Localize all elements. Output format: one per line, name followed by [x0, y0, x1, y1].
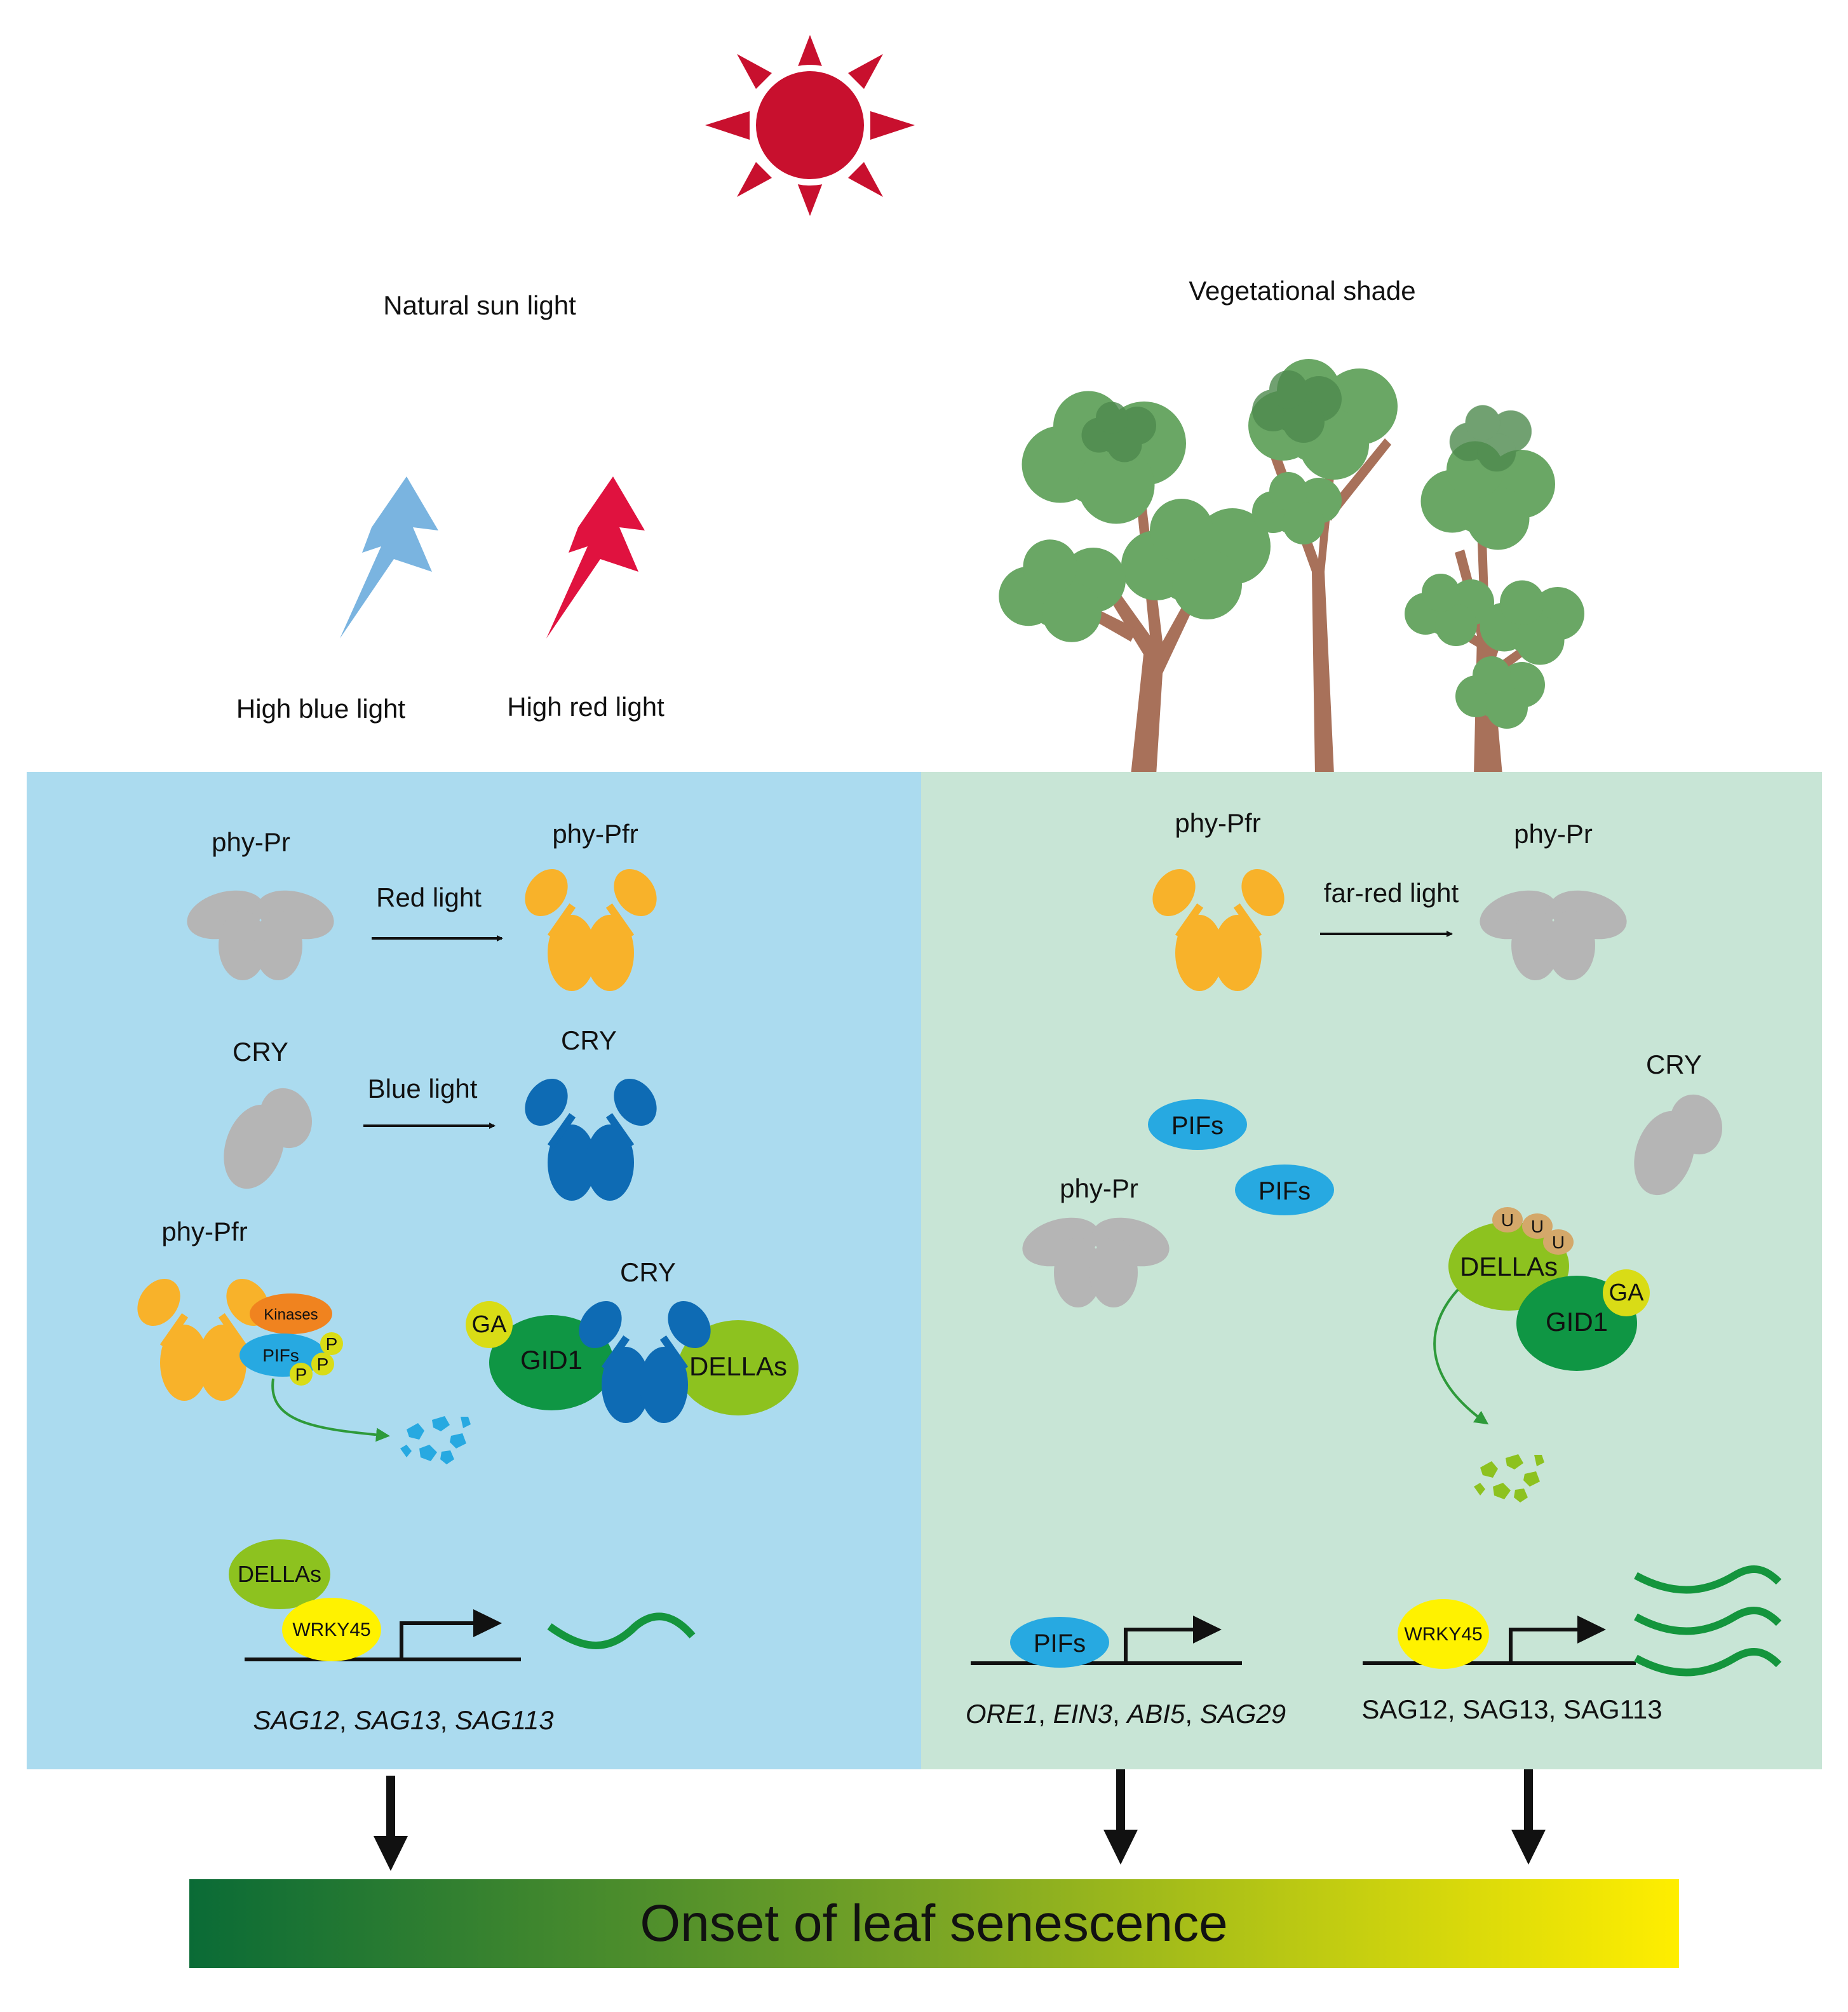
- red-light-label: High red light: [507, 692, 664, 722]
- ga-icon: [466, 1301, 513, 1348]
- right-ga-icon: [1603, 1269, 1650, 1316]
- right-pif-gene-sep-3: ,: [1185, 1699, 1199, 1729]
- left-tss-arrow: [400, 1621, 489, 1658]
- right-wrky-tss-arrow: [1509, 1628, 1591, 1662]
- senescence-label: Onset of leaf senescence: [640, 1894, 1227, 1952]
- right-pif-tss-arrowhead: [1193, 1616, 1222, 1644]
- pifs-promoter-label: PIFs: [1034, 1630, 1086, 1658]
- pif-degradation-arrow: [271, 1378, 390, 1442]
- phospho-icon-1: [320, 1332, 343, 1355]
- down-arrow-left: [374, 1776, 408, 1871]
- right-pif-gene-4: SAG29: [1200, 1699, 1286, 1729]
- right-mrna-icon: [1634, 1565, 1782, 1677]
- phospho-label-3: P: [295, 1365, 307, 1384]
- pifs-free-label-1: PIFs: [1171, 1112, 1224, 1140]
- phospho-label-1: P: [326, 1334, 338, 1354]
- left-gene-3: SAG113: [455, 1705, 554, 1735]
- trees-icon: [999, 359, 1584, 775]
- wrky45-right-label: WRKY45: [1404, 1624, 1482, 1645]
- wrky45-right-icon: [1398, 1599, 1489, 1669]
- wrky45-left-icon: [282, 1598, 381, 1661]
- left-genes: SAG12, SAG13, SAG113: [253, 1705, 553, 1735]
- wrky45-left-label: WRKY45: [292, 1619, 370, 1640]
- pifs-phosphorylated-label: PIFs: [262, 1346, 299, 1365]
- down-arrow-middle: [1103, 1769, 1138, 1865]
- cry-inactive-label: CRY: [233, 1037, 288, 1067]
- kinases-label: Kinases: [264, 1306, 318, 1323]
- ubiquitin-label-1: U: [1501, 1210, 1514, 1230]
- della-degradation-arrow: [1433, 1288, 1489, 1425]
- left-gene-2: SAG13: [354, 1705, 440, 1735]
- dellas-promoter-label: DELLAs: [238, 1561, 321, 1587]
- kinases-icon: [250, 1293, 332, 1334]
- left-gene-1: SAG12: [253, 1705, 339, 1735]
- blue-light-label: High blue light: [236, 694, 406, 724]
- down-arrow-right: [1511, 1769, 1546, 1865]
- ubiquitin-icon-1: [1492, 1207, 1523, 1232]
- gid1-label: GID1: [520, 1345, 583, 1375]
- ubiquitin-label-3: U: [1552, 1232, 1565, 1252]
- ubiquitin-icon-2: [1522, 1213, 1553, 1239]
- left-mrna-icon: [547, 1612, 696, 1649]
- right-pif-gene-sep-2: ,: [1112, 1699, 1127, 1729]
- sun-label: Natural sun light: [383, 290, 576, 320]
- ga-label: GA: [472, 1311, 508, 1338]
- dellas-complex-icon: [678, 1320, 799, 1415]
- cry-complex-label: CRY: [620, 1257, 676, 1287]
- right-dellas-label: DELLAs: [1460, 1252, 1558, 1281]
- phy-pfr-label: phy-Pfr: [552, 819, 638, 849]
- pifs-free-icon-2: [1235, 1165, 1334, 1215]
- right-pif-gene-1: ORE1: [966, 1699, 1038, 1729]
- right-pif-genes: ORE1, EIN3, ABI5, SAG29: [966, 1699, 1286, 1729]
- left-tss-arrowhead: [473, 1609, 502, 1637]
- dellas-complex-label: DELLAs: [689, 1351, 787, 1381]
- senescence-gradient-bar: [189, 1879, 1679, 1968]
- phy-pr-label: phy-Pr: [212, 827, 290, 857]
- phy-pfr-complex-label: phy-Pfr: [161, 1217, 247, 1246]
- right-phy-pfr-label: phy-Pfr: [1175, 808, 1260, 838]
- pifs-promoter-icon: [1010, 1617, 1109, 1668]
- red-light-arrow-label: Red light: [376, 882, 482, 912]
- right-wrky-genes: SAG12, SAG13, SAG113: [1361, 1694, 1662, 1724]
- blue-light-arrow-label: Blue light: [368, 1074, 478, 1104]
- far-red-light-label: far-red light: [1324, 878, 1459, 908]
- left-gene-sep-1: ,: [339, 1705, 354, 1735]
- phospho-icon-3: [290, 1363, 313, 1386]
- red-lightning-icon: [546, 476, 645, 638]
- right-pif-gene-sep-1: ,: [1038, 1699, 1053, 1729]
- left-gene-sep-2: ,: [440, 1705, 455, 1735]
- cry-active-label: CRY: [561, 1025, 617, 1055]
- right-cry-label: CRY: [1646, 1050, 1702, 1079]
- right-pif-tss-arrow: [1124, 1628, 1207, 1662]
- right-pif-gene-2: EIN3: [1053, 1699, 1112, 1729]
- pifs-free-icon-1: [1148, 1099, 1247, 1150]
- right-pif-gene-3: ABI5: [1125, 1699, 1185, 1729]
- blue-lightning-icon: [340, 476, 438, 638]
- shade-label: Vegetational shade: [1189, 276, 1415, 306]
- dellas-promoter-icon: [229, 1539, 330, 1609]
- ubiquitin-label-2: U: [1531, 1217, 1544, 1236]
- right-phy-pr-free-label: phy-Pr: [1060, 1173, 1138, 1203]
- right-wrky-tss-arrowhead: [1577, 1616, 1606, 1644]
- phospho-label-2: P: [317, 1354, 329, 1374]
- ubiquitin-icon-3: [1543, 1229, 1574, 1255]
- right-gid1-label: GID1: [1546, 1307, 1608, 1337]
- right-ga-label: GA: [1609, 1279, 1645, 1306]
- right-phy-pr-label: phy-Pr: [1514, 819, 1593, 849]
- sun-icon: [705, 35, 915, 216]
- pifs-free-label-2: PIFs: [1258, 1177, 1311, 1205]
- phospho-icon-2: [311, 1353, 334, 1375]
